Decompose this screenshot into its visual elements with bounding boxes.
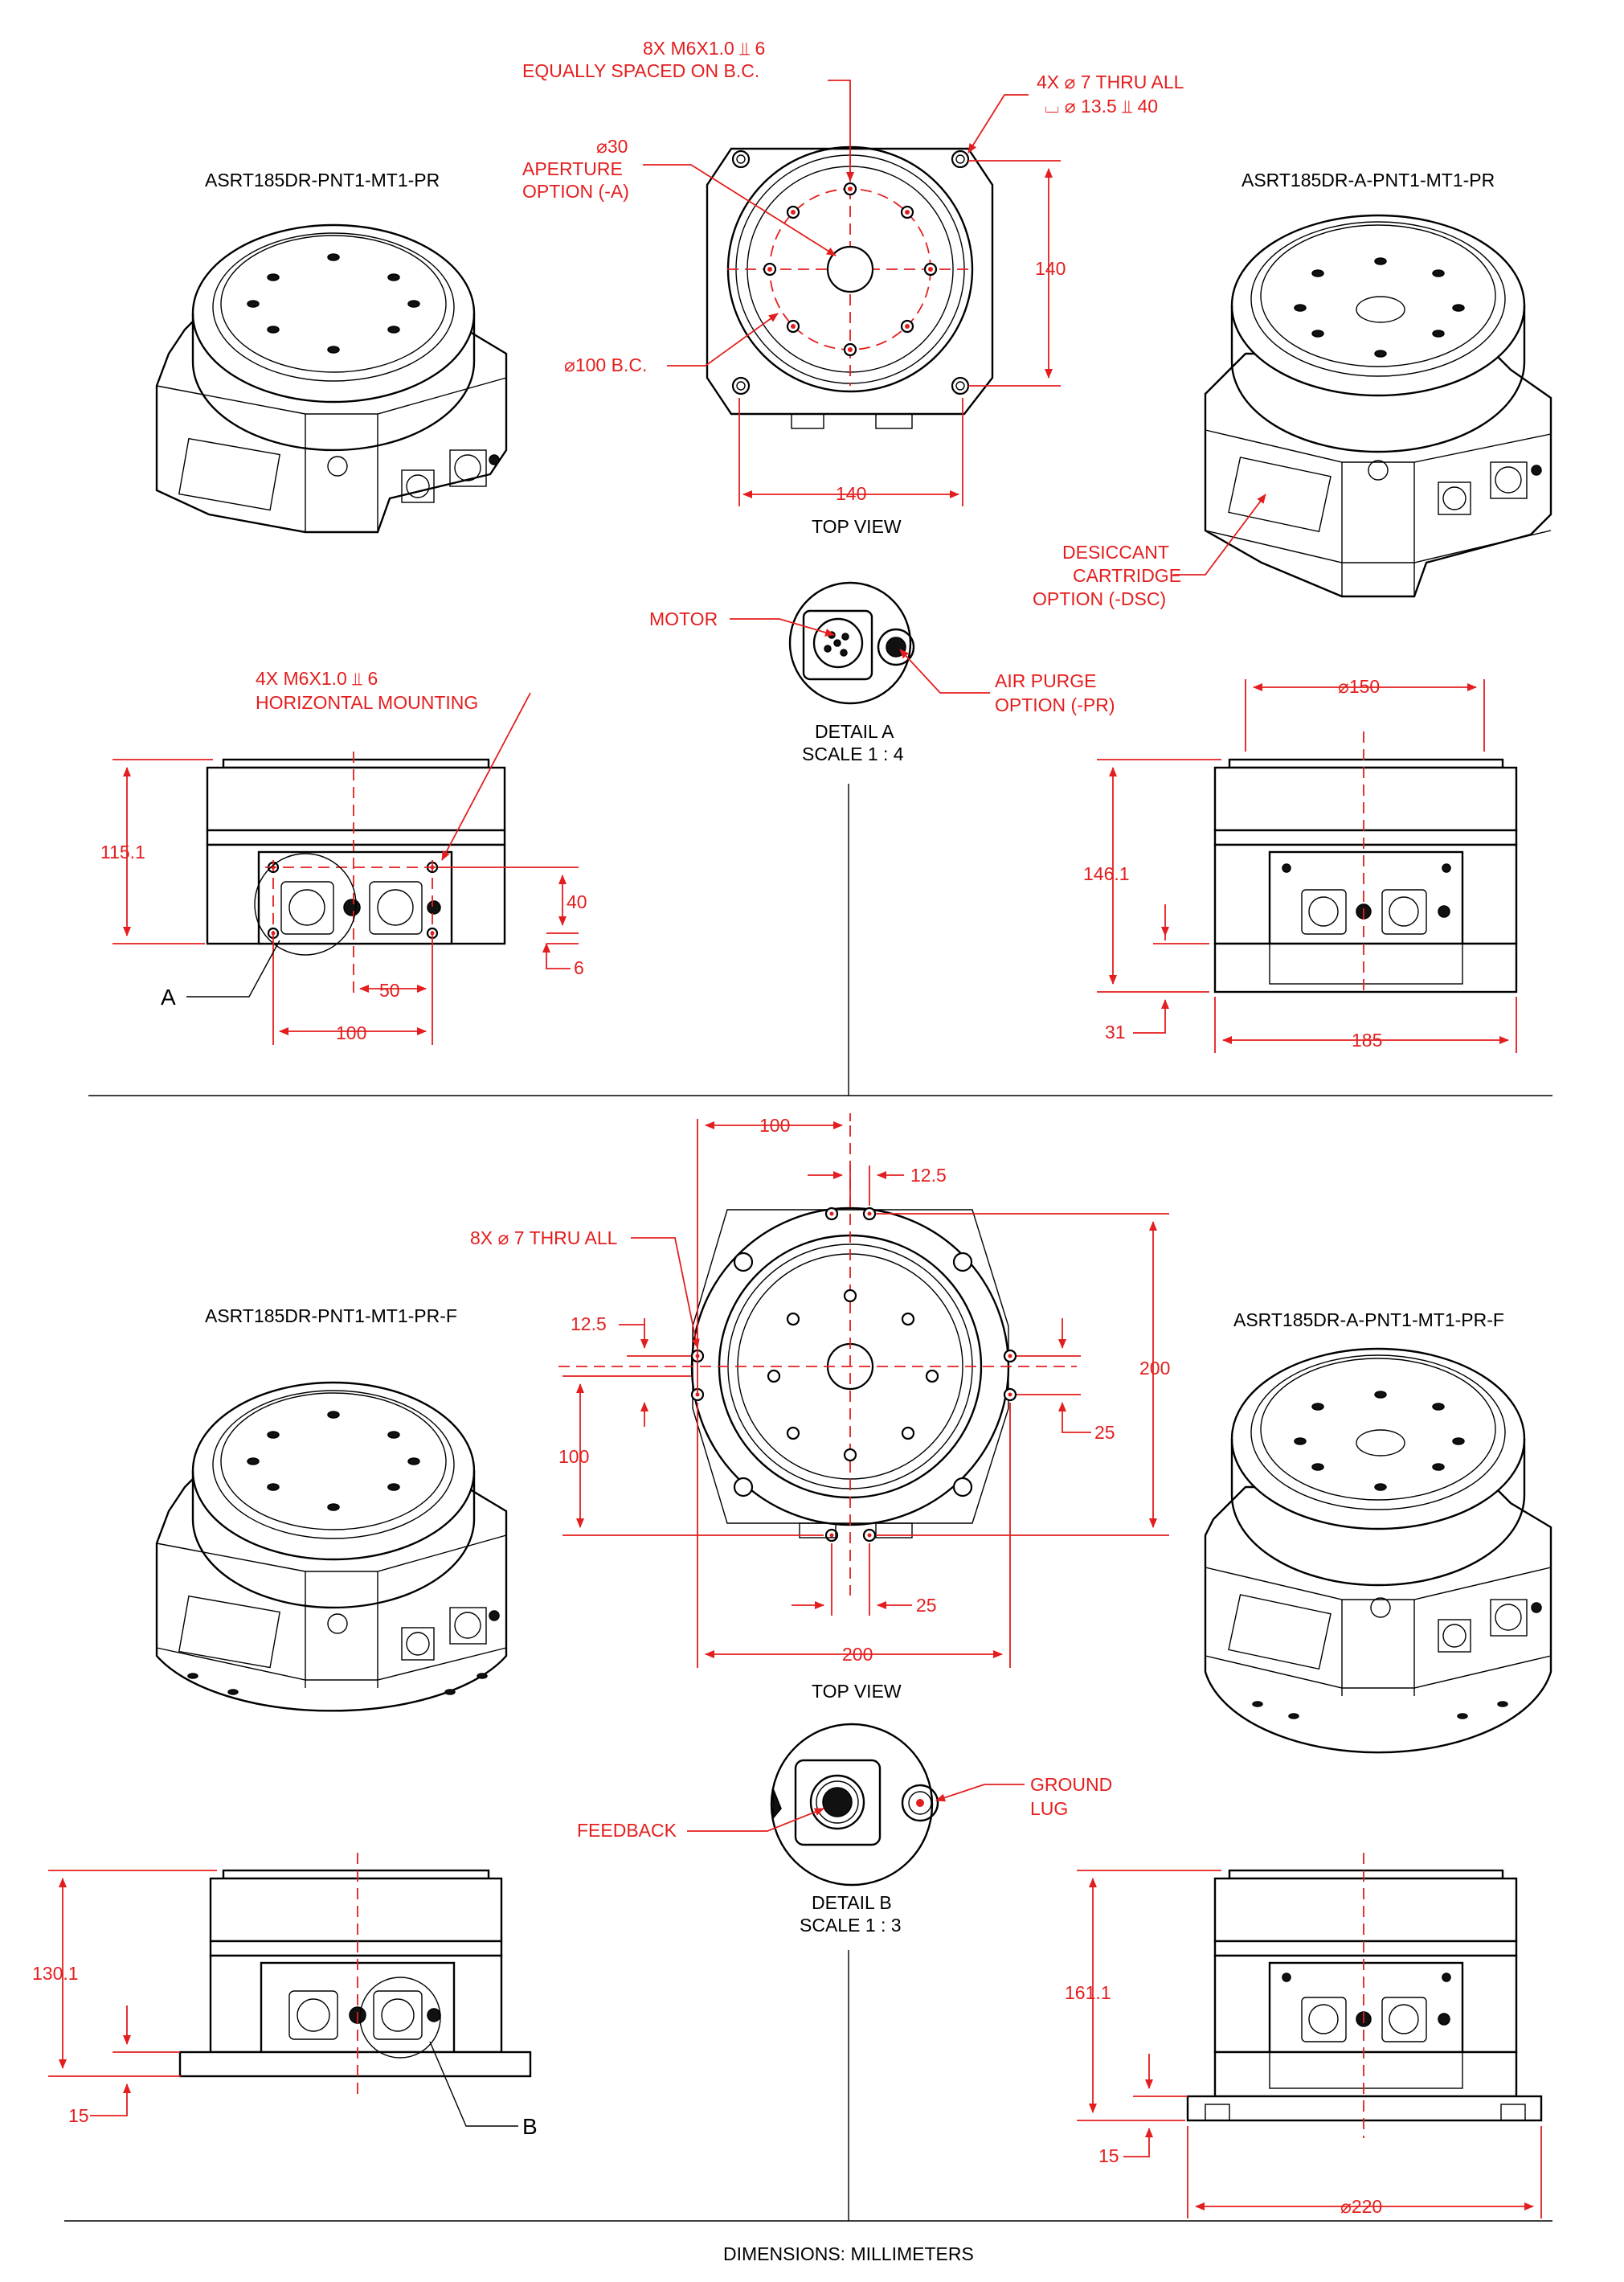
detail-b: GROUND LUG FEEDBACK DETAIL B SCALE 1 : 3 — [577, 1723, 1112, 1936]
sv1-dia: ⌀150 — [1338, 676, 1380, 697]
detail-a: MOTOR AIR PURGE OPTION (-PR) DETAIL A SC… — [649, 581, 1115, 764]
caption-top-view-1: TOP VIEW — [812, 516, 902, 537]
detail-b-scale: SCALE 1 : 3 — [800, 1915, 902, 1936]
note-thru-line1: 4X ⌀ 7 THRU ALL — [1037, 72, 1184, 92]
detail-b-ground-1: GROUND — [1030, 1774, 1112, 1795]
sv1-d31: 31 — [1105, 1022, 1126, 1043]
detail-a-title: DETAIL A — [815, 721, 894, 742]
model-label-top-left: ASRT185DR-PNT1-MT1-PR — [205, 170, 440, 191]
model-label-bottom-right: ASRT185DR-A-PNT1-MT1-PR-F — [1233, 1309, 1504, 1330]
fv2-d15: 15 — [68, 2105, 89, 2126]
top-view-2: 100 12.5 8X ⌀ 7 THRU ALL 12.5 100 200 25… — [470, 1113, 1170, 1702]
iso-view-bottom-right: ASRT185DR-A-PNT1-MT1-PR-F — [1204, 1309, 1552, 1754]
bolt-holes-flange — [767, 1288, 939, 1462]
detail-b-feedback: FEEDBACK — [577, 1820, 677, 1841]
dim-140-side: 140 — [1035, 258, 1066, 279]
note-holes-line1: 8X M6X1.0 ⫫ 6 — [643, 38, 765, 59]
side-view-2: 161.1 15 ⌀220 — [1065, 1853, 1543, 2218]
sv1-d185: 185 — [1352, 1030, 1382, 1051]
fv1-height: 115.1 — [100, 842, 145, 862]
tv2-d100-top: 100 — [759, 1115, 790, 1136]
sv1-height: 146.1 — [1083, 863, 1130, 884]
tv2-d25-right: 25 — [1094, 1422, 1115, 1443]
detail-a-airpurge-2: OPTION (-PR) — [995, 694, 1115, 715]
bolt-holes-bc — [763, 182, 938, 357]
aperture-line1: ⌀30 — [596, 136, 628, 157]
bc-label: ⌀100 B.C. — [564, 354, 647, 375]
front-view-1: 115.1 40 6 50 100 4X M6X1.0 ⫫ 6 HORIZONT… — [100, 668, 587, 1045]
fv2-height: 130.1 — [32, 1963, 79, 1984]
tv2-d100-left: 100 — [558, 1446, 589, 1467]
tv2-note: 8X ⌀ 7 THRU ALL — [470, 1227, 618, 1248]
detail-b-title: DETAIL B — [812, 1892, 892, 1913]
detail-a-airpurge-1: AIR PURGE — [995, 670, 1097, 691]
tv2-d200-bottom: 200 — [842, 1644, 873, 1665]
model-label-top-right: ASRT185DR-A-PNT1-MT1-PR — [1242, 170, 1495, 191]
caption-top-view-2: TOP VIEW — [812, 1681, 902, 1702]
desiccant-line3: OPTION (-DSC) — [1033, 588, 1166, 609]
sv2-height: 161.1 — [1065, 1982, 1111, 2003]
side-view-1: ⌀150 146.1 31 185 — [1083, 676, 1518, 1053]
fv1-note-2: HORIZONTAL MOUNTING — [256, 692, 478, 713]
detail-b-ground-2: LUG — [1030, 1798, 1068, 1819]
tv2-d12-5-top: 12.5 — [910, 1165, 947, 1186]
model-label-bottom-left: ASRT185DR-PNT1-MT1-PR-F — [205, 1305, 457, 1326]
front-view-2: B 130.1 15 — [32, 1853, 538, 2139]
fv1-d100: 100 — [336, 1022, 366, 1043]
callout-b: B — [522, 2114, 538, 2139]
tv2-d12-5-left: 12.5 — [571, 1313, 607, 1334]
desiccant-line1: DESICCANT — [1062, 542, 1169, 563]
detail-a-scale: SCALE 1 : 4 — [802, 744, 904, 764]
top-view-1: 140 140 TOP VIEW 8X M6X1.0 ⫫ 6 EQUALLY S… — [522, 38, 1184, 537]
aperture-line2: APERTURE — [522, 158, 623, 179]
fv1-d40: 40 — [567, 891, 587, 912]
note-thru-line2: ⌴ ⌀ 13.5 ⫫ 40 — [1045, 96, 1158, 117]
aperture-line3: OPTION (-A) — [522, 181, 629, 202]
desiccant-line2: CARTRIDGE — [1073, 565, 1181, 586]
fv1-d6: 6 — [574, 957, 584, 978]
fv1-d50: 50 — [379, 980, 400, 1001]
detail-a-motor: MOTOR — [649, 608, 718, 629]
sv2-dia: ⌀220 — [1340, 2196, 1382, 2217]
sv2-d15: 15 — [1098, 2145, 1119, 2166]
iso-view-bottom-left: ASRT185DR-PNT1-MT1-PR-F — [155, 1305, 508, 1712]
note-holes-line2: EQUALLY SPACED ON B.C. — [522, 60, 759, 81]
tv2-d25-bottom: 25 — [916, 1595, 937, 1616]
iso-view-top-left: ASRT185DR-PNT1-MT1-PR — [155, 170, 508, 534]
iso-view-top-right: ASRT185DR-A-PNT1-MT1-PR DESICCANT CARTRI… — [1033, 170, 1552, 609]
fv1-note-1: 4X M6X1.0 ⫫ 6 — [256, 668, 378, 689]
callout-a: A — [161, 985, 176, 1010]
dim-140-bottom: 140 — [836, 483, 866, 504]
footer-units: DIMENSIONS: MILLIMETERS — [723, 2243, 974, 2264]
tv2-d200-right: 200 — [1139, 1358, 1170, 1379]
